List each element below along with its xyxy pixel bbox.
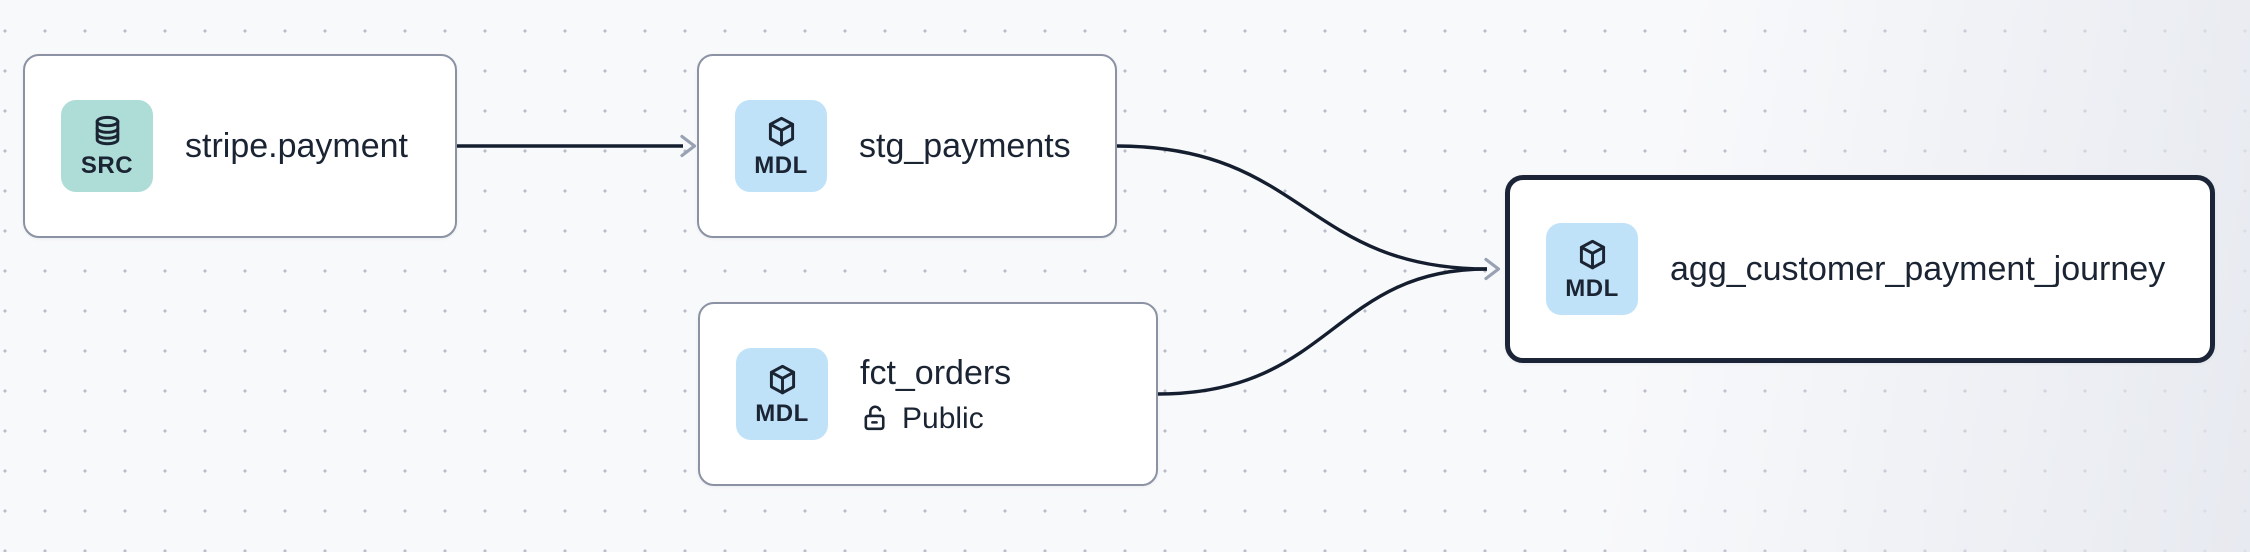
model-type-badge: MDL [736, 348, 828, 440]
node-label: stg_payments [859, 126, 1071, 165]
access-label: Public [902, 402, 984, 436]
cube-icon [768, 116, 794, 147]
arrowhead-icon [680, 134, 697, 158]
node-stripe-payment[interactable]: SRC stripe.payment [23, 54, 457, 238]
badge-label: MDL [755, 399, 809, 427]
node-label: agg_customer_payment_journey [1670, 249, 2166, 288]
access-row: Public [860, 402, 1011, 435]
badge-label: MDL [754, 151, 808, 179]
model-type-badge: MDL [735, 100, 827, 192]
source-type-badge: SRC [61, 100, 153, 192]
arrowhead-icon [1484, 257, 1501, 281]
cube-icon [769, 364, 795, 395]
cube-icon [1579, 239, 1605, 270]
lock-open-icon [864, 405, 885, 431]
node-label-stack: fct_orders Public [860, 353, 1011, 436]
node-label: fct_orders [860, 353, 1012, 392]
edge-stg-payments-to-agg [1116, 144, 1488, 271]
badge-label: SRC [80, 151, 134, 179]
node-agg-customer-payment-journey[interactable]: MDL agg_customer_payment_journey [1505, 175, 2215, 363]
model-type-badge: MDL [1546, 223, 1638, 315]
node-fct-orders[interactable]: MDL fct_orders Public [698, 302, 1158, 486]
edge-fct-orders-to-agg [1157, 267, 1488, 396]
badge-label: MDL [1565, 274, 1619, 302]
node-stg-payments[interactable]: MDL stg_payments [697, 54, 1117, 238]
node-label: stripe.payment [185, 126, 408, 165]
database-icon [95, 115, 119, 146]
